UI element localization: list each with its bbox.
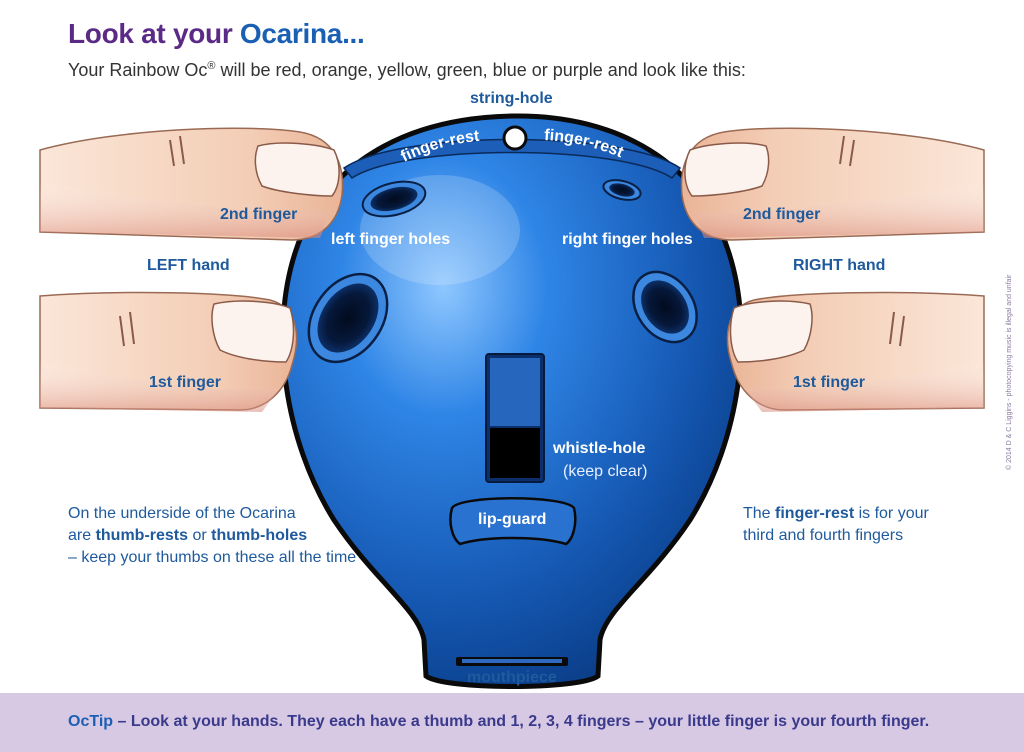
finger-rest-rim (342, 138, 682, 179)
whistle-hole-label: whistle-hole (553, 440, 646, 457)
lip-guard-label: lip-guard (478, 511, 547, 528)
keep-clear-label: (keep clear) (563, 463, 648, 480)
page-title: Look at your Ocarina... (68, 18, 365, 49)
finger-rest-note: The finger-rest is for your third and fo… (743, 505, 929, 544)
right-1st-finger-label: 1st finger (793, 374, 866, 391)
string-hole (502, 125, 528, 151)
right-small-finger-hole (602, 179, 642, 201)
left-2nd-finger-label: 2nd finger (220, 206, 298, 223)
copyright-notice: © 2014 D & C Liggins - photocopying musi… (1006, 274, 1013, 470)
lip-guard (449, 497, 577, 546)
right-finger-holes-label: right finger holes (562, 231, 693, 248)
page-subtitle: Your Rainbow Oc® will be red, orange, ye… (68, 60, 746, 80)
left-large-finger-hole (307, 272, 389, 364)
right-2nd-finger-label: 2nd finger (743, 206, 821, 223)
string-hole-label: string-hole (470, 90, 553, 107)
left-2nd-finger (39, 127, 344, 241)
left-small-finger-hole (361, 180, 427, 218)
left-finger-holes-label: left finger holes (331, 231, 451, 248)
underside-note: On the underside of the Ocarina are thum… (68, 505, 357, 566)
left-1st-finger (39, 291, 298, 412)
right-large-finger-hole (632, 270, 698, 344)
left-hand-label: LEFT hand (147, 257, 230, 274)
octip-text: OcTip – Look at your hands. They each ha… (68, 713, 930, 730)
left-1st-finger-label: 1st finger (149, 374, 222, 391)
mouthpiece-label: mouthpiece (467, 669, 557, 686)
right-hand-label: RIGHT hand (793, 257, 886, 274)
right-1st-finger (726, 291, 985, 412)
right-2nd-finger (680, 127, 985, 241)
ocarina-diagram: finger-rest finger-rest (39, 113, 985, 689)
octip-footer: OcTip – Look at your hands. They each ha… (0, 693, 1024, 752)
whistle-hole (485, 353, 545, 483)
